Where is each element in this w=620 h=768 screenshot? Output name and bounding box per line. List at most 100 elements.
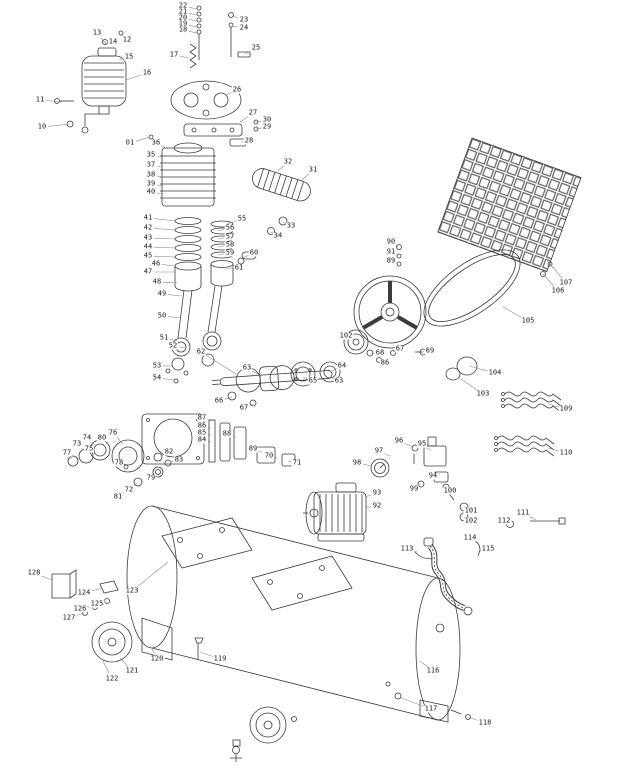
part-label-11: 11 [34, 95, 46, 104]
leader-line [364, 494, 372, 498]
part-label-47: 47 [142, 267, 154, 276]
part-label-126: 126 [72, 604, 88, 613]
crankcase [141, 413, 296, 467]
part-label-91: 91 [385, 247, 397, 256]
leader-line [119, 657, 129, 667]
leader-line [239, 116, 249, 123]
leader-line [118, 58, 124, 61]
part-label-15: 15 [123, 52, 135, 61]
leader-line [396, 254, 399, 257]
part-label-28: 28 [243, 136, 255, 145]
part-label-93: 93 [371, 488, 383, 497]
leader-line [282, 221, 286, 224]
part-label-19: 19 [177, 19, 189, 28]
part-label-80: 80 [96, 433, 108, 442]
leader-line [124, 465, 127, 467]
part-label-121: 121 [124, 666, 140, 675]
leader-line [384, 453, 391, 457]
part-label-40: 40 [145, 187, 157, 196]
discharge-hose [423, 537, 473, 616]
leader-line [300, 173, 309, 182]
part-label-10: 10 [36, 122, 48, 131]
leader-line [161, 264, 177, 267]
leader-line [136, 561, 169, 588]
leader-line [467, 716, 480, 722]
leader-line [162, 378, 176, 381]
leader-line [207, 434, 212, 436]
leader-line [207, 427, 212, 429]
leader-line [161, 145, 169, 150]
part-label-128: 128 [26, 568, 42, 577]
part-label-98: 98 [351, 458, 363, 467]
part-label-49: 49 [156, 289, 168, 298]
part-label-66: 66 [213, 396, 225, 405]
leader-line [207, 419, 212, 422]
part-label-100: 100 [442, 486, 458, 495]
leader-line [102, 660, 110, 674]
part-label-122: 122 [104, 674, 120, 683]
part-label-125: 125 [89, 599, 105, 608]
leader-line [258, 450, 263, 453]
leader-line [179, 55, 190, 59]
part-label-36: 36 [150, 138, 162, 147]
part-label-112: 112 [496, 516, 512, 525]
drive-belt [423, 249, 521, 327]
leader-line [217, 253, 225, 256]
leader-line [274, 457, 278, 459]
part-label-115: 115 [480, 544, 496, 553]
leader-line [89, 587, 103, 592]
leader-line [70, 457, 73, 460]
leader-line [400, 697, 426, 708]
leader-line [153, 228, 177, 231]
part-label-102: 102 [338, 331, 354, 340]
part-label-118: 118 [477, 718, 493, 727]
part-label-74: 74 [81, 433, 93, 442]
leader-line [225, 268, 234, 270]
part-label-23: 23 [238, 15, 250, 24]
part-label-62: 62 [195, 347, 207, 356]
part-label-37: 37 [145, 160, 157, 169]
leader-line [162, 282, 179, 284]
cylinder-head-assembly [170, 5, 259, 147]
part-label-65: 65 [307, 376, 319, 385]
part-label-116: 116 [425, 666, 441, 675]
part-label-86: 86 [379, 358, 391, 367]
part-label-90: 90 [385, 237, 397, 246]
motor-pulley [343, 329, 478, 381]
leader-line [156, 175, 164, 178]
part-label-42: 42 [142, 223, 154, 232]
leader-line [167, 316, 182, 319]
part-label-55: 55 [236, 214, 248, 223]
part-label-123: 123 [124, 586, 140, 595]
part-label-26: 26 [231, 85, 243, 94]
leader-line [153, 246, 177, 249]
leader-line [224, 396, 233, 400]
belt-guard [437, 137, 582, 273]
leader-line [244, 50, 251, 55]
part-label-102: 102 [463, 516, 479, 525]
part-label-53: 53 [151, 361, 163, 370]
part-label-20: 20 [177, 13, 189, 22]
part-label-81: 81 [112, 492, 124, 501]
part-label-94: 94 [427, 471, 439, 480]
part-label-105: 105 [520, 316, 536, 325]
leader-line [93, 452, 96, 455]
part-label-61: 61 [233, 263, 245, 272]
part-label-84: 84 [196, 435, 208, 444]
leader-line [232, 435, 237, 438]
leader-line [207, 441, 212, 443]
leader-line [120, 33, 124, 37]
part-label-01: 01 [124, 138, 136, 147]
leader-line [188, 25, 198, 28]
leader-line [169, 461, 174, 463]
leader-line [255, 127, 262, 130]
leader-line [133, 482, 138, 487]
leader-line [404, 443, 414, 448]
leader-line [153, 218, 177, 222]
leader-line [418, 483, 421, 486]
part-label-78: 78 [113, 458, 125, 467]
wheels [91, 621, 471, 744]
part-label-25: 25 [250, 43, 262, 52]
part-label-12: 12 [121, 35, 133, 44]
part-label-101: 101 [463, 506, 479, 515]
